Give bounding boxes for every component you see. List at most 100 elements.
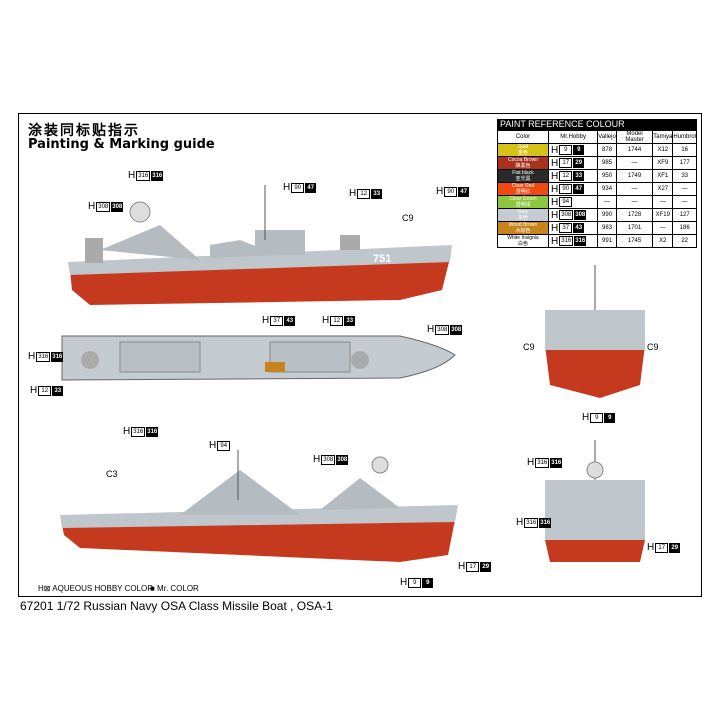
mr-color-code: 29 [573,158,585,168]
mr-color-code: 33 [52,385,64,396]
mr-color-code: 316 [51,351,64,362]
guide-frame [18,113,702,597]
h-prefix: H [516,517,524,528]
color-name-cn: 白色 [517,241,528,247]
mr-color-code: 308 [336,454,349,465]
vallejo-code: 983 [597,221,617,235]
humbrol-code: 16 [672,143,697,157]
tamiya-code: X27 [652,182,674,196]
aqueous-code: 316 [559,236,574,246]
decal-label: C9 [647,342,659,352]
tamiya-code: XF9 [652,156,674,170]
h-prefix: H [262,315,270,326]
aqueous-code: 12 [330,315,344,326]
h-prefix: H [427,324,435,335]
aqueous-code: 17 [559,158,573,168]
mr-color-code: 29 [669,542,681,553]
h-prefix: H [313,454,321,465]
color-name: Cocoa Brown [507,157,538,163]
vallejo-code: 878 [597,143,617,157]
paint-table-header: PAINT REFERENCE COLOUR [497,119,697,130]
mr-color-code: 308 [450,324,463,335]
color-name-cn: 透明绿 [515,202,531,208]
decal-label: C3 [106,469,118,479]
tamiya-code: XF1 [652,169,674,183]
color-name-cn: 金色 [517,150,528,156]
mr-color-code: 316 [574,236,587,246]
color-name-cn: 木棕色 [515,228,531,234]
aqueous-code: 37 [270,315,284,326]
aqueous-code: 308 [559,210,574,220]
front-view [545,265,645,398]
color-name-cn: 灰色 [517,215,528,221]
aqueous-code: 316 [535,457,550,468]
mr-color-code: 308 [111,201,124,212]
color-name-cn: 酿黑色 [515,163,531,169]
aqueous-code: 316 [131,426,146,437]
col-color: Color [497,130,549,144]
color-name: Grey [517,209,529,215]
col-mrhobby: Mr.Hobby [547,130,599,144]
aqueous-code: 17 [655,542,669,553]
title-en: Painting & Marking guide [28,137,215,152]
humbrol-code: — [672,182,697,196]
caption: 67201 1/72 Russian Navy OSA Class Missil… [20,599,333,613]
model-master-code: — [615,156,654,170]
h-prefix: H [647,542,655,553]
mr-color-code: 43 [284,315,296,326]
mr-color-code: 9 [422,577,434,588]
col-humbrol: Humbrol [672,130,697,144]
aqueous-code: 94 [559,197,573,207]
aqueous-code: 316 [136,170,151,181]
vallejo-code: 991 [597,234,617,248]
h-prefix: H [123,426,131,437]
aqueous-code: 94 [217,440,231,451]
decal-label: C9 [402,213,414,223]
legend-aqueous: H⊠ AQUEOUS HOBBY COLOR [38,584,154,593]
side-view-bottom: 751 [60,450,458,562]
color-name: Wood Brown [508,222,538,228]
col-vallejo: Vallejo [597,130,617,144]
tamiya-code: X12 [652,143,674,157]
mr-color-code: 316 [151,170,164,181]
model-master-code: 1701 [615,221,654,235]
svg-text:751: 751 [80,505,98,517]
h-prefix: H [128,170,136,181]
humbrol-code: 22 [672,234,697,248]
hull-number: 751 [373,253,391,265]
model-master-code: — [615,182,654,196]
h-prefix: H [30,385,38,396]
tamiya-code: XF19 [652,208,674,222]
mr-color-code: 33 [344,315,356,326]
mr-color-code: 9 [573,145,585,155]
aqueous-code: 12 [559,171,573,181]
h-prefix: H [436,186,444,197]
h-prefix: H [582,412,590,423]
humbrol-code: 127 [672,208,697,222]
h-prefix: H [349,188,357,199]
aqueous-code: 37 [559,223,573,233]
aqueous-code: 9 [590,412,604,423]
aqueous-code: 308 [321,454,336,465]
mr-color-code: 47 [305,182,317,193]
